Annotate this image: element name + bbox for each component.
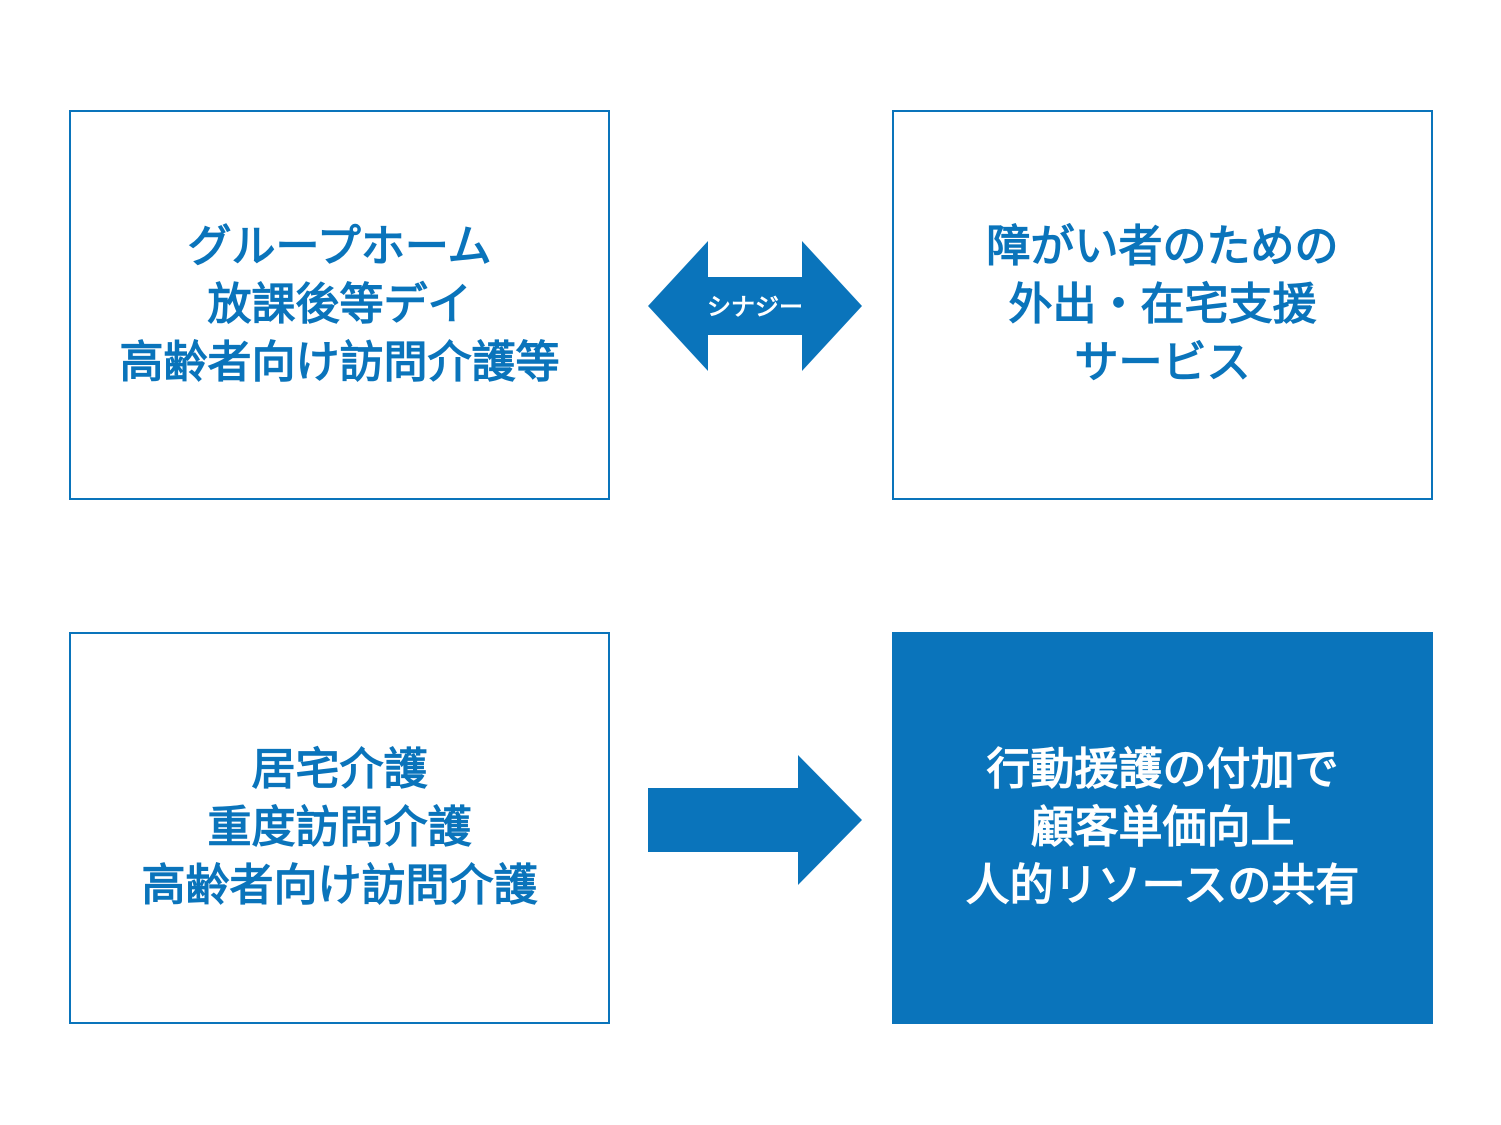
right-arrow	[648, 755, 862, 885]
bottom-left-line-2: 重度訪問介護	[207, 802, 472, 853]
bottom-right-line-2: 顧客単価向上	[1030, 802, 1295, 853]
bottom-left-box: 居宅介護 重度訪問介護 高齢者向け訪問介護	[69, 632, 610, 1024]
top-left-box: グループホーム 放課後等デイ 高齢者向け訪問介護等	[69, 110, 610, 500]
double-arrow-icon	[648, 241, 862, 371]
bottom-right-box: 行動援護の付加で 顧客単価向上 人的リソースの共有	[892, 632, 1433, 1024]
bottom-left-line-1: 居宅介護	[251, 744, 428, 795]
synergy-double-arrow: シナジー	[648, 241, 862, 371]
bottom-right-line-3: 人的リソースの共有	[965, 860, 1360, 911]
top-right-box: 障がい者のための 外出・在宅支援 サービス	[892, 110, 1433, 500]
top-left-line-2: 放課後等デイ	[207, 279, 472, 330]
arrow-right-icon	[648, 755, 862, 885]
bottom-right-line-1: 行動援護の付加で	[986, 744, 1339, 795]
bottom-left-line-3: 高齢者向け訪問介護	[141, 860, 538, 911]
synergy-label: シナジー	[707, 293, 803, 321]
top-right-line-3: サービス	[1074, 337, 1251, 388]
top-right-line-1: 障がい者のための	[986, 221, 1339, 272]
top-left-line-1: グループホーム	[187, 221, 492, 272]
top-left-line-3: 高齢者向け訪問介護等	[119, 337, 560, 388]
top-right-line-2: 外出・在宅支援	[1008, 279, 1317, 330]
